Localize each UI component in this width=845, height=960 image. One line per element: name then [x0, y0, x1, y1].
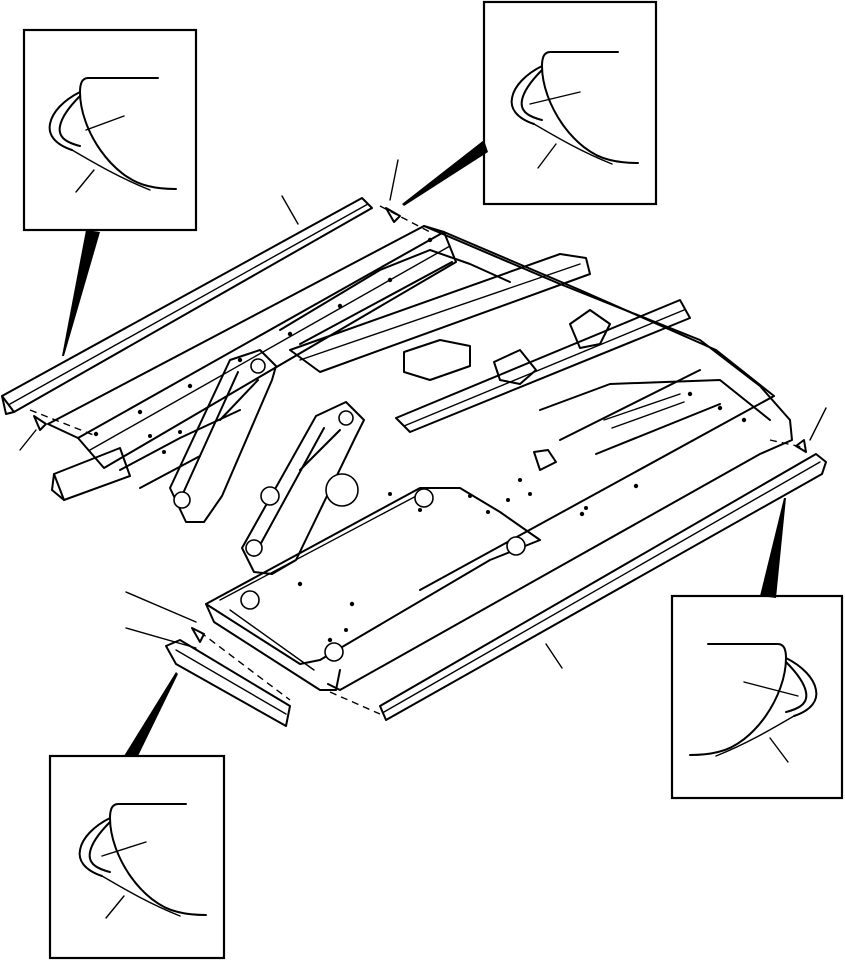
callout-pointers: [62, 140, 786, 756]
clip-detail-icon: [78, 803, 207, 919]
clip-icons: [33, 207, 807, 643]
pointer-bottom-left: [124, 672, 178, 756]
detail-box-bottom-left: [48, 754, 226, 960]
cover-strip-front: [165, 639, 291, 727]
pointer-top-left: [62, 230, 100, 356]
clip-right-icon: [795, 439, 807, 453]
clip-detail-icon: [689, 643, 818, 763]
main-frame: [47, 225, 793, 691]
detail-box-top-left: [22, 28, 198, 232]
assembly-lines: [29, 205, 807, 715]
detail-box-right: [670, 594, 844, 800]
clip-top-icon: [385, 207, 401, 223]
pointer-right: [760, 498, 786, 598]
leader-lines: [19, 159, 827, 669]
cover-strip-right: [379, 453, 827, 721]
cover-strip-left: [1, 197, 373, 415]
detail-box-top-center: [482, 0, 658, 206]
pointer-top-center: [402, 140, 488, 206]
clip-left-icon: [33, 415, 47, 431]
bolt-holes: [93, 237, 747, 643]
clip-detail-icon: [510, 51, 639, 169]
clip-detail-icon: [48, 77, 177, 193]
clip-front-icon: [191, 627, 205, 643]
